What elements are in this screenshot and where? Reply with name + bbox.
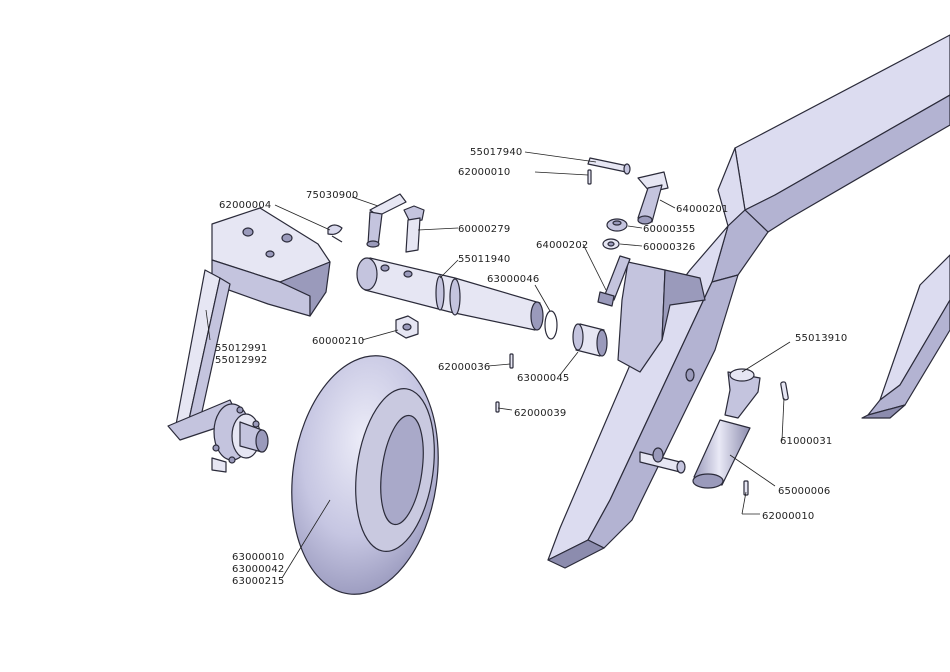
callout-label: 62000010 [458, 167, 511, 178]
pin-62000039 [496, 402, 499, 412]
callout-label: 75030900 [306, 190, 359, 201]
callout-label: 62000010 [762, 511, 815, 522]
bushing-63000045 [573, 324, 607, 356]
nut-60000210 [396, 316, 418, 338]
pin-62000036 [510, 354, 513, 368]
cotter-pin-top [588, 170, 591, 184]
callout-label: 61000031 [780, 436, 833, 447]
bolt-60000279 [404, 206, 424, 252]
lever-pin-64000201 [638, 172, 668, 224]
callout-label: 55011940 [458, 254, 511, 265]
callout-label: 63000046 [487, 274, 540, 285]
circlip-63000046 [545, 311, 557, 339]
callout-label: 60000210 [312, 336, 365, 347]
callout-label: 62000004 [219, 200, 272, 211]
pin-55017940 [588, 158, 630, 174]
nut-60000355 [607, 219, 627, 231]
callout-label: 62000036 [438, 362, 491, 373]
callout-label: 55013910 [795, 333, 848, 344]
clip-62000004 [328, 225, 342, 242]
callout-label: 64000201 [676, 204, 729, 215]
axle-55011940 [357, 258, 543, 330]
callout-label: 55017940 [470, 147, 523, 158]
callout-label: 60000355 [643, 224, 696, 235]
second-frame-beam [862, 255, 950, 418]
spring-pin [780, 382, 788, 401]
callout-label: 62000039 [514, 408, 567, 419]
washer-60000326 [603, 239, 619, 249]
callout-label: 60000279 [458, 224, 511, 235]
callout-label: 63000045 [517, 373, 570, 384]
callout-label: 65000006 [778, 486, 831, 497]
bent-pin-75030900 [367, 194, 406, 247]
wheel-bracket-55012991 [168, 208, 330, 440]
callout-label: 64000202 [536, 240, 589, 251]
wheel-hub [212, 404, 268, 472]
callout-label: 60000326 [643, 242, 696, 253]
shock-absorber [693, 369, 760, 488]
tire-wheel [277, 346, 453, 604]
